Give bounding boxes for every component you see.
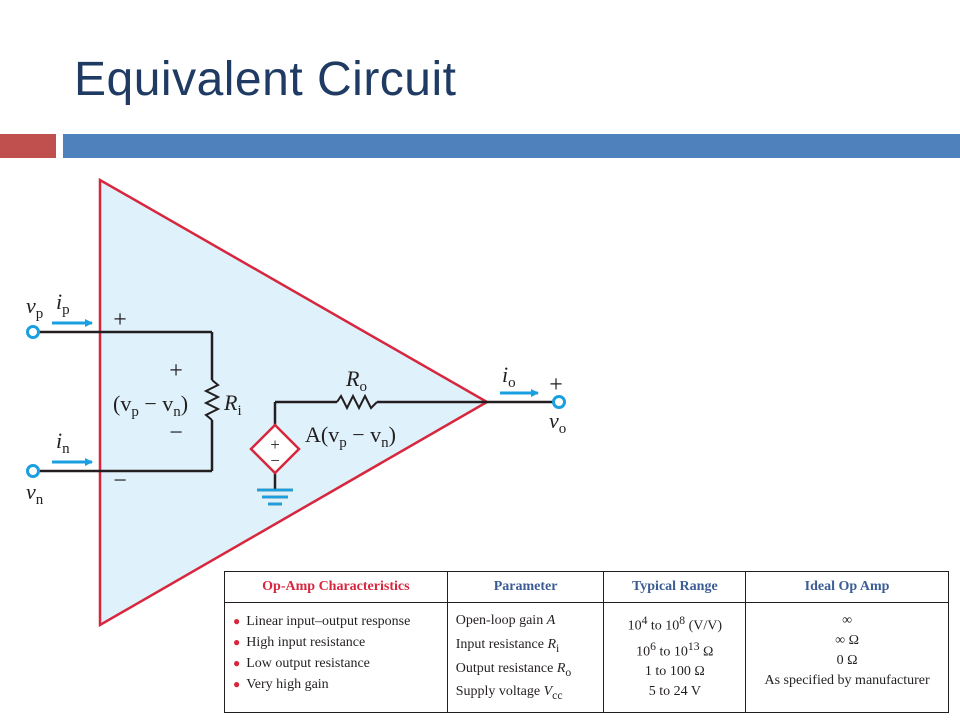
in-label: in: [56, 428, 70, 457]
inverting-minus-sign: −: [113, 468, 127, 494]
table-header-row: Op-Amp Characteristics Parameter Typical…: [224, 571, 949, 603]
header-parameter: Parameter: [446, 571, 605, 603]
list-item: 104 to 108 (V/V): [627, 614, 723, 634]
op-amp-equivalent-circuit: + − vp ip in vn + − + − (vp − vn) Ri Ro …: [26, 177, 566, 628]
op-amp-characteristics-table: Op-Amp Characteristics Parameter Typical…: [224, 571, 949, 714]
table-body-row: ●Linear input–output response ●High inpu…: [224, 602, 949, 713]
list-item: Open-loop gain A: [455, 613, 556, 628]
list-item: 0 Ω: [836, 653, 858, 668]
list-item: Supply voltage Vcc: [455, 684, 563, 703]
list-item: ∞ Ω: [835, 633, 860, 648]
vo-terminal: [552, 395, 566, 409]
vn-terminal: [26, 464, 40, 478]
bullet-icon: ●: [233, 677, 241, 691]
source-minus-sign: −: [270, 451, 280, 470]
bullet-icon: ●: [233, 614, 241, 628]
dependent-voltage-source: [249, 423, 301, 475]
parameter-cell: Open-loop gain A Input resistance Ri Out…: [446, 602, 605, 713]
header-ideal-op-amp: Ideal Op Amp: [745, 571, 949, 603]
list-item: 106 to 1013 Ω: [636, 639, 714, 660]
typical-range-cell: 104 to 108 (V/V) 106 to 1013 Ω 1 to 100 …: [603, 602, 747, 713]
ip-label: ip: [56, 289, 70, 318]
vp-terminal: [26, 325, 40, 339]
header-typical-range: Typical Range: [603, 571, 747, 603]
input-wiring: [38, 330, 221, 473]
list-item: ●Linear input–output response: [233, 614, 411, 629]
vo-label: vo: [549, 408, 566, 437]
source-plus-sign: +: [270, 435, 280, 454]
list-item: ∞: [842, 613, 853, 628]
ri-plus-sign: +: [169, 358, 183, 384]
vn-label: vn: [26, 479, 44, 508]
list-item: As specified by manufacturer: [764, 673, 930, 688]
list-item: ●Very high gain: [233, 677, 329, 692]
vp-label: vp: [26, 293, 43, 322]
bullet-icon: ●: [233, 635, 241, 649]
list-item: 5 to 24 V: [648, 684, 701, 700]
title-accent-blue-bar: [63, 134, 960, 158]
header-characteristics: Op-Amp Characteristics: [224, 571, 448, 603]
list-item: ●Low output resistance: [233, 656, 370, 671]
characteristics-cell: ●Linear input–output response ●High inpu…: [224, 602, 448, 713]
list-item: Input resistance Ri: [455, 636, 560, 655]
slide-title: Equivalent Circuit: [74, 53, 457, 106]
bullet-icon: ●: [233, 656, 241, 670]
ideal-op-amp-cell: ∞ ∞ Ω 0 Ω As specified by manufacturer: [745, 602, 949, 713]
ground-icon: [257, 488, 293, 506]
dependent-source-gain-label: A(vp − vn): [305, 422, 396, 451]
ri-label: Ri: [223, 390, 242, 419]
list-item: 1 to 100 Ω: [644, 664, 705, 680]
list-item: ●High input resistance: [233, 635, 366, 650]
output-plus-sign: +: [549, 372, 563, 398]
list-item: Output resistance Ro: [455, 660, 572, 679]
ri-minus-sign: −: [169, 420, 183, 446]
ro-label: Ro: [345, 366, 367, 395]
title-accent-red-bar: [0, 134, 56, 158]
io-label: io: [502, 362, 516, 391]
differential-input-label: (vp − vn): [113, 391, 188, 420]
noninverting-plus-sign: +: [113, 307, 127, 333]
